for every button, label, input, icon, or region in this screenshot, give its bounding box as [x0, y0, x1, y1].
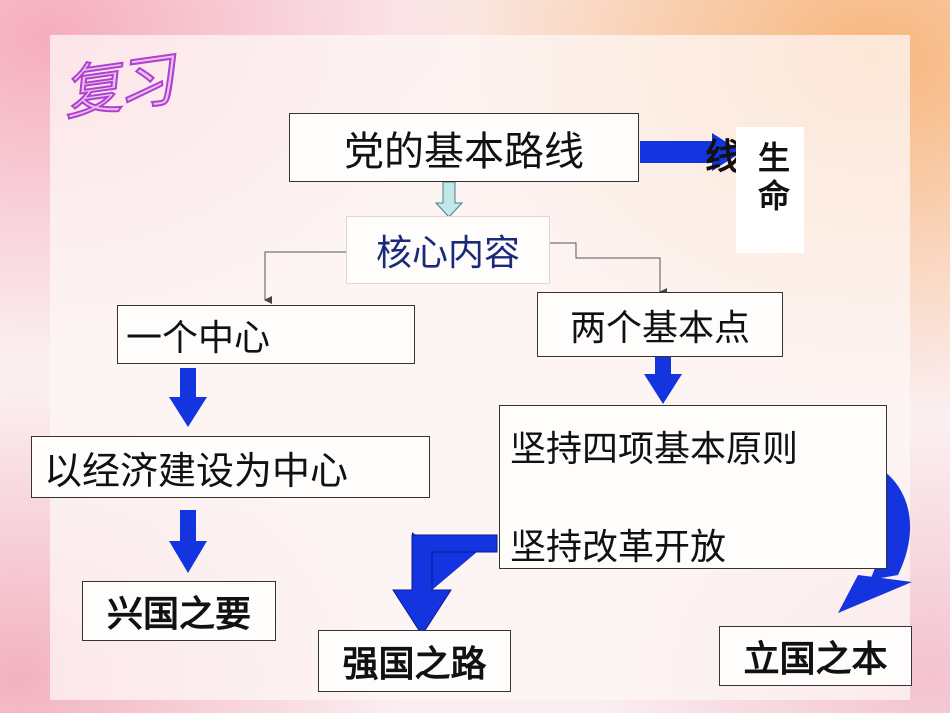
one-center-label: 一个中心: [126, 317, 271, 359]
core-content-label: 核心内容: [375, 233, 520, 274]
lifeline-char-2: 命: [758, 177, 791, 215]
lifeline-char-1: 生: [758, 139, 791, 177]
rejuvenate-node: 兴国之要: [82, 581, 276, 641]
two-points-label: 两个基本点: [569, 307, 750, 349]
economy-center-node: 以经济建设为中心: [31, 436, 430, 498]
economy-center-label: 以经济建设为中心: [44, 448, 349, 493]
reform-label: 坚持改革开放: [510, 527, 727, 568]
one-center-node: 一个中心: [117, 305, 415, 364]
lifeline-line-text: 线: [705, 137, 742, 178]
principles-reform-node: 坚持四项基本原则 坚持改革开放: [499, 405, 887, 569]
main-node-basic-line: 党的基本路线: [289, 113, 639, 182]
title: 复习: [57, 45, 175, 129]
principles-label: 坚持四项基本原则: [510, 429, 799, 470]
core-content-node: 核心内容: [347, 217, 549, 283]
foundation-label: 立国之本: [743, 639, 888, 680]
strong-nation-node: 强国之路: [318, 630, 511, 692]
foundation-node: 立国之本: [719, 626, 912, 686]
two-points-node: 两个基本点: [537, 292, 783, 357]
strong-nation-label: 强国之路: [342, 644, 487, 685]
rejuvenate-label: 兴国之要: [106, 594, 251, 635]
main-node-label: 党的基本路线: [344, 128, 584, 175]
lifeline-box: 生 命: [736, 127, 804, 253]
